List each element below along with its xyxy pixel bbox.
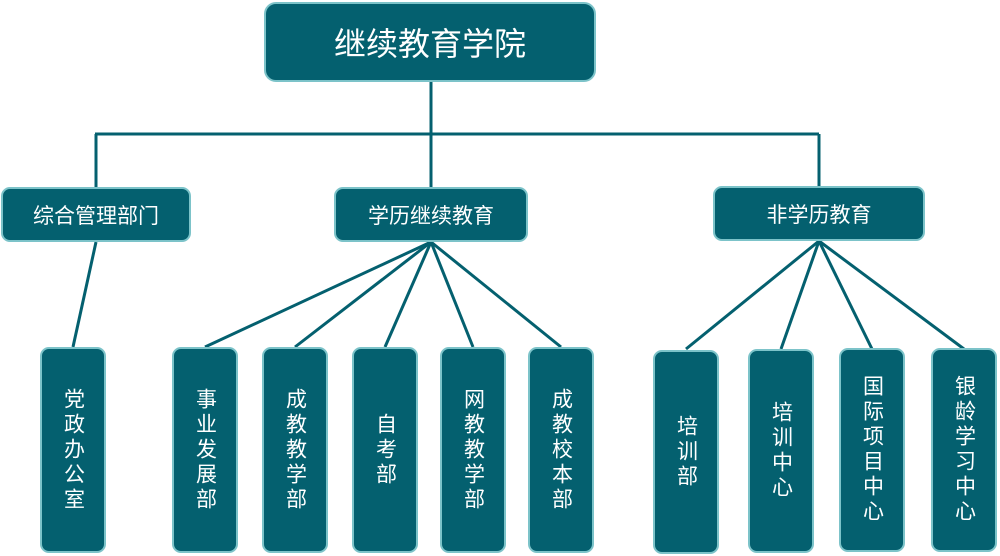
leaf-node-self-study-exam[interactable]: 自考部 (352, 347, 418, 553)
leaf-node-business-development[interactable]: 事业发展部 (172, 347, 238, 553)
leaf-node-adult-education-campus[interactable]: 成教校本部 (528, 347, 594, 553)
root-node[interactable]: 继续教育学院 (264, 2, 596, 82)
connector-branch-2-child-1 (779, 240, 821, 350)
connector-branch-2-child-2 (817, 240, 874, 350)
branch-node-general-management[interactable]: 综合管理部门 (1, 187, 191, 242)
connector-branch-0-child-0 (71, 241, 98, 348)
leaf-node-training-center[interactable]: 培训中心 (748, 349, 814, 553)
connector-branch-2-child-0 (685, 239, 820, 351)
branch-node-academic-continuing-education[interactable]: 学历继续教育 (334, 187, 528, 242)
connector-branch-2-child-3 (818, 239, 965, 351)
leaf-node-international-projects-center[interactable]: 国际项目中心 (839, 348, 905, 552)
connector-branch-1-child-0 (204, 240, 432, 349)
leaf-node-adult-education-teaching[interactable]: 成教教学部 (262, 347, 328, 553)
leaf-node-senior-learning-center[interactable]: 银龄学习中心 (931, 348, 997, 552)
leaf-node-training-department[interactable]: 培训部 (653, 350, 719, 554)
branch-node-non-academic-education[interactable]: 非学历教育 (713, 186, 925, 241)
connector-branch-1-child-3 (429, 241, 475, 348)
leaf-node-party-office[interactable]: 党政办公室 (40, 347, 106, 553)
leaf-node-online-education-teaching[interactable]: 网教教学部 (440, 347, 506, 553)
connector-branch-1-child-2 (383, 241, 433, 348)
connector-branch-1-child-4 (430, 240, 562, 349)
connector-branch-1-child-1 (294, 240, 432, 349)
